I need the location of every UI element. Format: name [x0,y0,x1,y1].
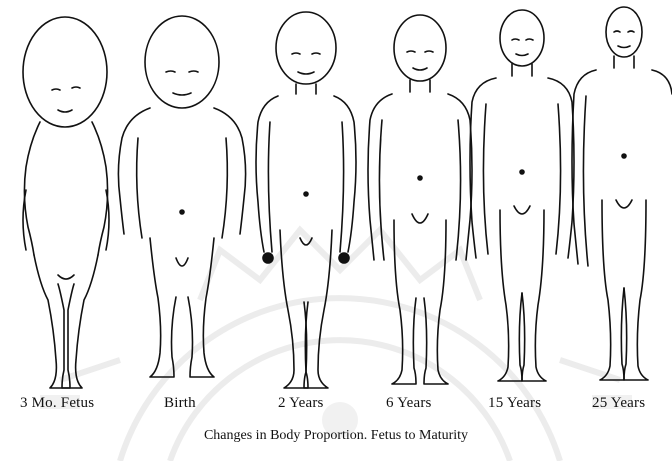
stage-label-15-years: 15 Years [488,395,541,412]
stage-label-25-years: 25 Years [592,395,645,412]
stage-label-6-years: 6 Years [386,395,432,412]
figure-6-years [368,15,472,384]
figure-birth [118,16,245,377]
figure-25-years [572,7,672,380]
stage-label-birth: Birth [164,395,196,412]
stage-label-3mo-fetus: 3 Mo. Fetus [20,395,94,412]
figure-3mo-fetus [23,17,109,388]
figure-caption: Changes in Body Proportion. Fetus to Mat… [0,428,672,444]
figure-15-years [470,10,574,381]
figure-2-years [256,12,356,388]
stage-label-2-years: 2 Years [278,395,324,412]
